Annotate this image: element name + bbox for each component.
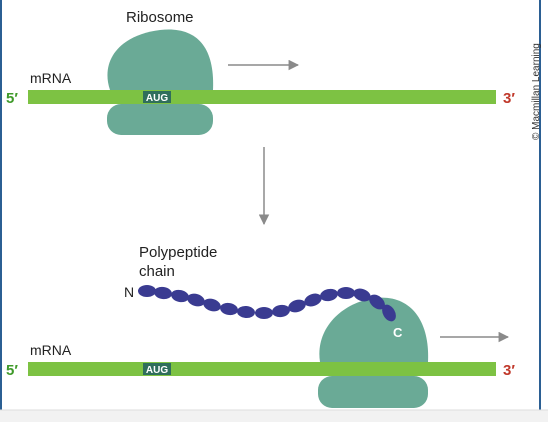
- top-panel: AUG Ribosome mRNA 5′ 3′: [6, 9, 515, 135]
- five-prime-label: 5′: [6, 90, 18, 107]
- mrna-label: mRNA: [30, 342, 72, 358]
- mrna-strand: [28, 90, 496, 104]
- three-prime-label: 3′: [503, 90, 515, 107]
- ribosome-large-subunit: [107, 29, 214, 90]
- mrna-label: mRNA: [30, 70, 72, 86]
- polypeptide-chain: [138, 285, 396, 322]
- bottom-panel: AUG Polypeptide chain N C mRNA 5′ 3′: [6, 244, 515, 408]
- amino-acid-bead: [272, 304, 290, 318]
- aug-codon-box: [143, 363, 171, 375]
- amino-acid-bead: [237, 305, 255, 319]
- mrna-strand: [28, 362, 496, 376]
- amino-acid-bead: [304, 293, 322, 307]
- amino-acid-bead: [337, 287, 355, 299]
- aug-codon-label: AUG: [146, 365, 168, 376]
- ribosome-large-subunit: [319, 297, 429, 362]
- five-prime-label: 5′: [6, 362, 18, 379]
- amino-acid-bead: [187, 293, 205, 307]
- amino-acid-bead: [369, 294, 385, 310]
- c-terminus-label: C: [393, 325, 403, 340]
- polypeptide-label-line2: chain: [139, 263, 175, 280]
- amino-acid-bead: [382, 304, 396, 322]
- aug-codon-label: AUG: [146, 93, 168, 104]
- credit-text: © Macmillan Learning: [531, 43, 542, 140]
- amino-acid-bead: [320, 288, 338, 302]
- figure-background: [0, 0, 548, 410]
- amino-acid-bead: [203, 298, 221, 312]
- amino-acid-bead: [171, 289, 189, 303]
- amino-acid-bead: [255, 307, 273, 319]
- ribosome-label: Ribosome: [126, 9, 194, 26]
- amino-acid-bead: [220, 302, 238, 316]
- ribosome-small-subunit: [107, 104, 213, 135]
- amino-acid-bead: [353, 288, 371, 302]
- three-prime-label: 3′: [503, 362, 515, 379]
- amino-acid-bead: [154, 286, 172, 300]
- polypeptide-label-line1: Polypeptide: [139, 244, 217, 261]
- n-terminus-label: N: [124, 284, 134, 300]
- amino-acid-bead: [138, 285, 156, 297]
- aug-codon-box: [143, 91, 171, 103]
- amino-acid-bead: [288, 299, 306, 313]
- ribosome-small-subunit: [318, 376, 428, 408]
